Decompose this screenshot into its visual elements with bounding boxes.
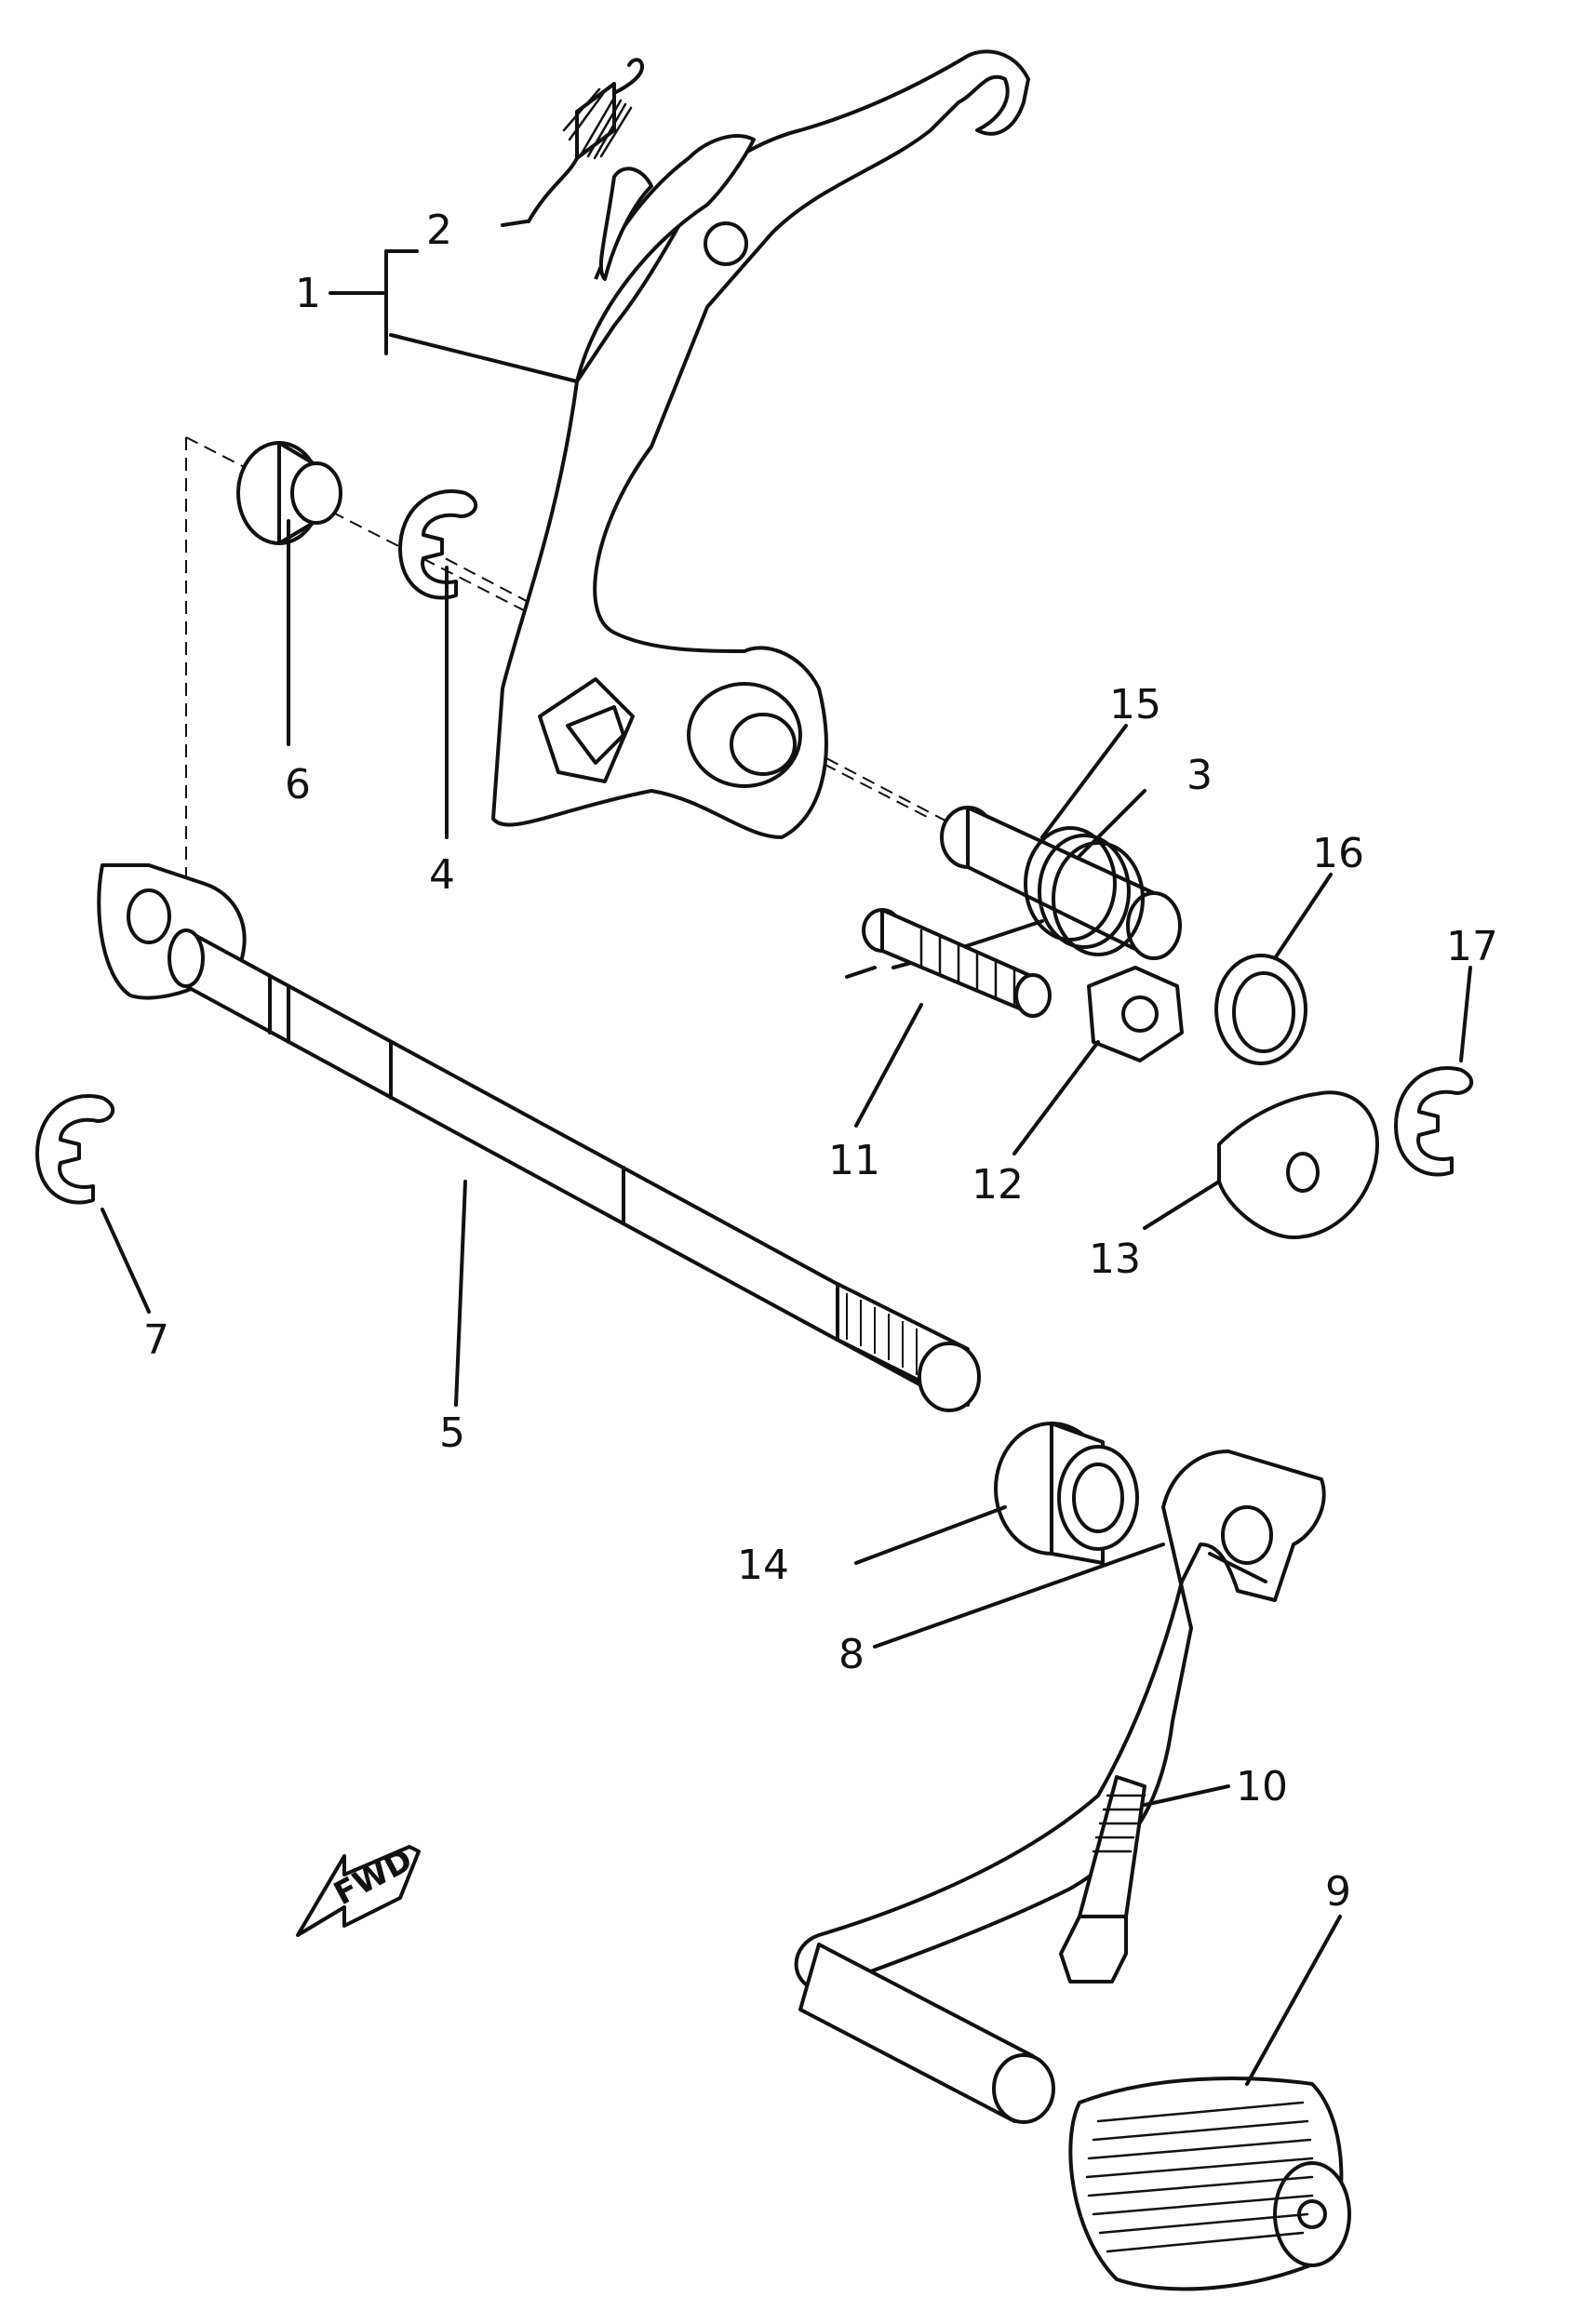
callout-12: 12 [972, 1161, 1024, 1209]
callout-16: 16 [1312, 830, 1364, 877]
callout-leaders [101, 249, 1472, 2086]
callout-3: 3 [1186, 752, 1213, 799]
part-washer-16 [1214, 954, 1307, 1065]
part-stopper-bolt [845, 908, 1052, 1018]
callout-1: 1 [295, 270, 321, 317]
part-spring [501, 58, 644, 227]
part-circlip-4 [398, 489, 478, 600]
part-shift-arm [389, 49, 1030, 839]
part-circlip-17 [1394, 1066, 1474, 1177]
callout-11: 11 [828, 1137, 880, 1184]
part-bolt-10 [1059, 1775, 1146, 1983]
callout-8: 8 [838, 1631, 865, 1678]
callout-10: 10 [1236, 1763, 1288, 1810]
part-pedal-rubber [1068, 2077, 1351, 2291]
callout-6: 6 [285, 761, 311, 808]
callout-7: 7 [143, 1316, 169, 1364]
callout-9: 9 [1325, 1868, 1351, 1916]
part-nut [1087, 966, 1184, 1062]
part-plate [1217, 1090, 1379, 1239]
part-shift-shaft [97, 863, 981, 1412]
callout-2: 2 [426, 207, 452, 254]
callout-13: 13 [1089, 1235, 1141, 1283]
callout-17: 17 [1446, 923, 1498, 970]
callout-15: 15 [1109, 681, 1161, 728]
part-shift-pedal [794, 1449, 1326, 2124]
callout-5: 5 [439, 1409, 465, 1457]
callout-4: 4 [429, 851, 455, 899]
part-bushing [236, 441, 342, 545]
callout-14: 14 [737, 1542, 789, 1589]
callout-labels: 1 2 3 4 5 6 7 8 9 10 11 12 13 14 15 16 1… [143, 207, 1498, 1916]
part-collar-spring [892, 806, 1182, 969]
part-oil-seal [994, 1422, 1139, 1565]
part-circlip-7 [35, 1094, 115, 1205]
fwd-arrow-icon: FWD [296, 1841, 421, 1937]
